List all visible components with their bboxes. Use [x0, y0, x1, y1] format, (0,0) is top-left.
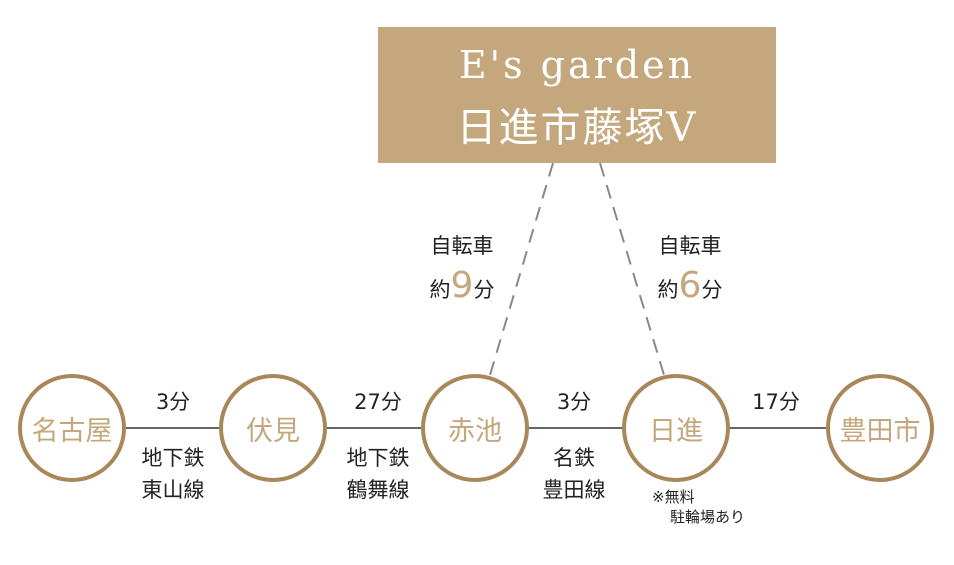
- segment-line-name: 地下鉄: [346, 446, 410, 470]
- bike-route-dashed-line: [599, 162, 665, 376]
- bike-minutes: 6: [678, 265, 702, 306]
- bike-label: 自転車: [430, 234, 494, 258]
- bike-prefix: 約: [429, 278, 451, 302]
- segment-line-name: 名鉄: [553, 446, 595, 470]
- segment-time: 3分: [556, 390, 592, 414]
- bike-suffix: 分: [473, 278, 495, 302]
- station-fushimi: 伏見: [219, 374, 327, 482]
- note-line: 駐輪場あり: [670, 508, 746, 526]
- segment-line-name: 地下鉄: [141, 446, 205, 470]
- segment-time: 3分: [155, 390, 191, 414]
- segment-time: 27分: [354, 390, 402, 414]
- bike-time-nisshin: 自転車 約6分: [630, 226, 750, 310]
- segment-line-name: 東山線: [141, 478, 205, 502]
- bike-minutes: 9: [450, 265, 474, 306]
- bike-route-dashed-line: [489, 162, 554, 376]
- station-nisshin: 日進: [622, 374, 730, 482]
- note-line: ※無料: [652, 488, 695, 506]
- destination-box: E's garden 日進市藤塚Ⅴ: [378, 27, 776, 163]
- bike-suffix: 分: [701, 278, 723, 302]
- segment-line-name: 鶴舞線: [346, 478, 410, 502]
- bike-time-akaike: 自転車 約9分: [402, 226, 522, 310]
- station-toyotashi: 豊田市: [826, 374, 934, 482]
- destination-name: E's garden: [458, 43, 696, 87]
- bike-label: 自転車: [658, 234, 722, 258]
- segment-time: 17分: [752, 390, 800, 414]
- parking-note: ※無料 駐輪場あり: [652, 487, 745, 527]
- bike-prefix: 約: [657, 278, 679, 302]
- destination-location: 日進市藤塚Ⅴ: [456, 105, 698, 151]
- station-nagoya: 名古屋: [18, 374, 126, 482]
- station-akaike: 赤池: [421, 374, 529, 482]
- segment-line-name: 豊田線: [542, 478, 606, 502]
